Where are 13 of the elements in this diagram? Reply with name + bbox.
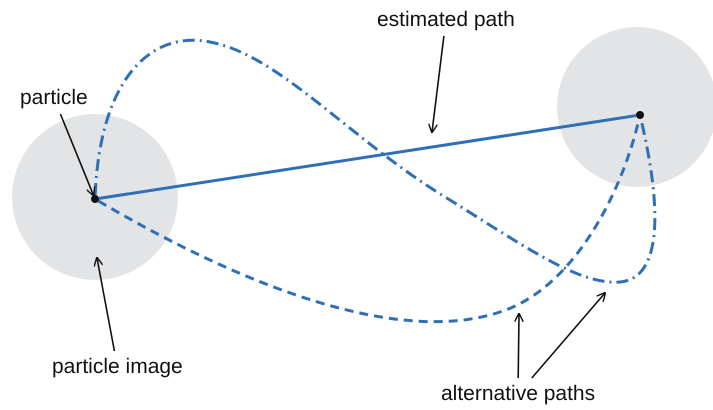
leader-arrow <box>60 114 96 197</box>
alternative-path-curve <box>94 38 656 284</box>
particle-image-label: particle image <box>52 355 183 379</box>
alternative-paths-label: alternative paths <box>441 382 596 406</box>
leader-arrow <box>531 292 606 379</box>
leader-arrow <box>93 256 116 352</box>
leader-arrow <box>428 36 445 134</box>
leader-arrow <box>514 312 524 378</box>
path-label: estimated path <box>377 8 515 32</box>
estimated-path-line <box>98 114 636 200</box>
particle-dot <box>91 195 99 203</box>
particle-dot <box>636 111 644 119</box>
particle-label: particle <box>20 86 88 110</box>
